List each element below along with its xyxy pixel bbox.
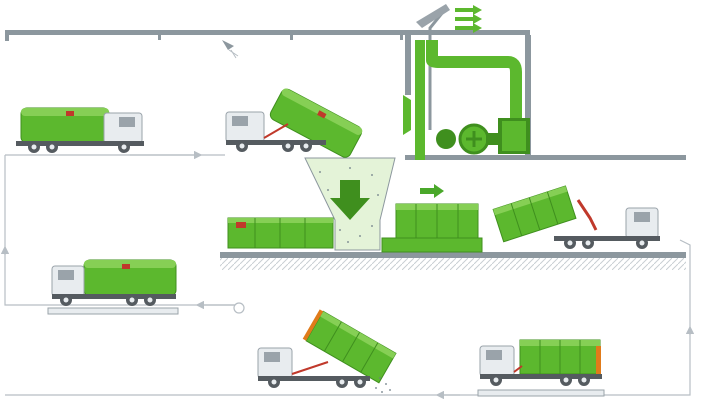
building-roof [5,30,686,160]
collection-truck [16,107,144,153]
weighbridge-truck [47,259,179,315]
process-flow-lines [0,150,695,400]
stationary-compactor [227,217,483,253]
ceiling-lamp-icon [222,40,239,59]
ventilation-duct [403,4,530,160]
exhaust-arrows-icon [455,5,482,33]
filled-container [395,184,479,239]
receiving-hopper [304,157,396,251]
hooklift-loading [492,185,660,249]
tipping-truck [225,88,363,158]
transport-truck [477,339,605,397]
transfer-floor [220,252,686,270]
unloading-truck [257,309,397,393]
